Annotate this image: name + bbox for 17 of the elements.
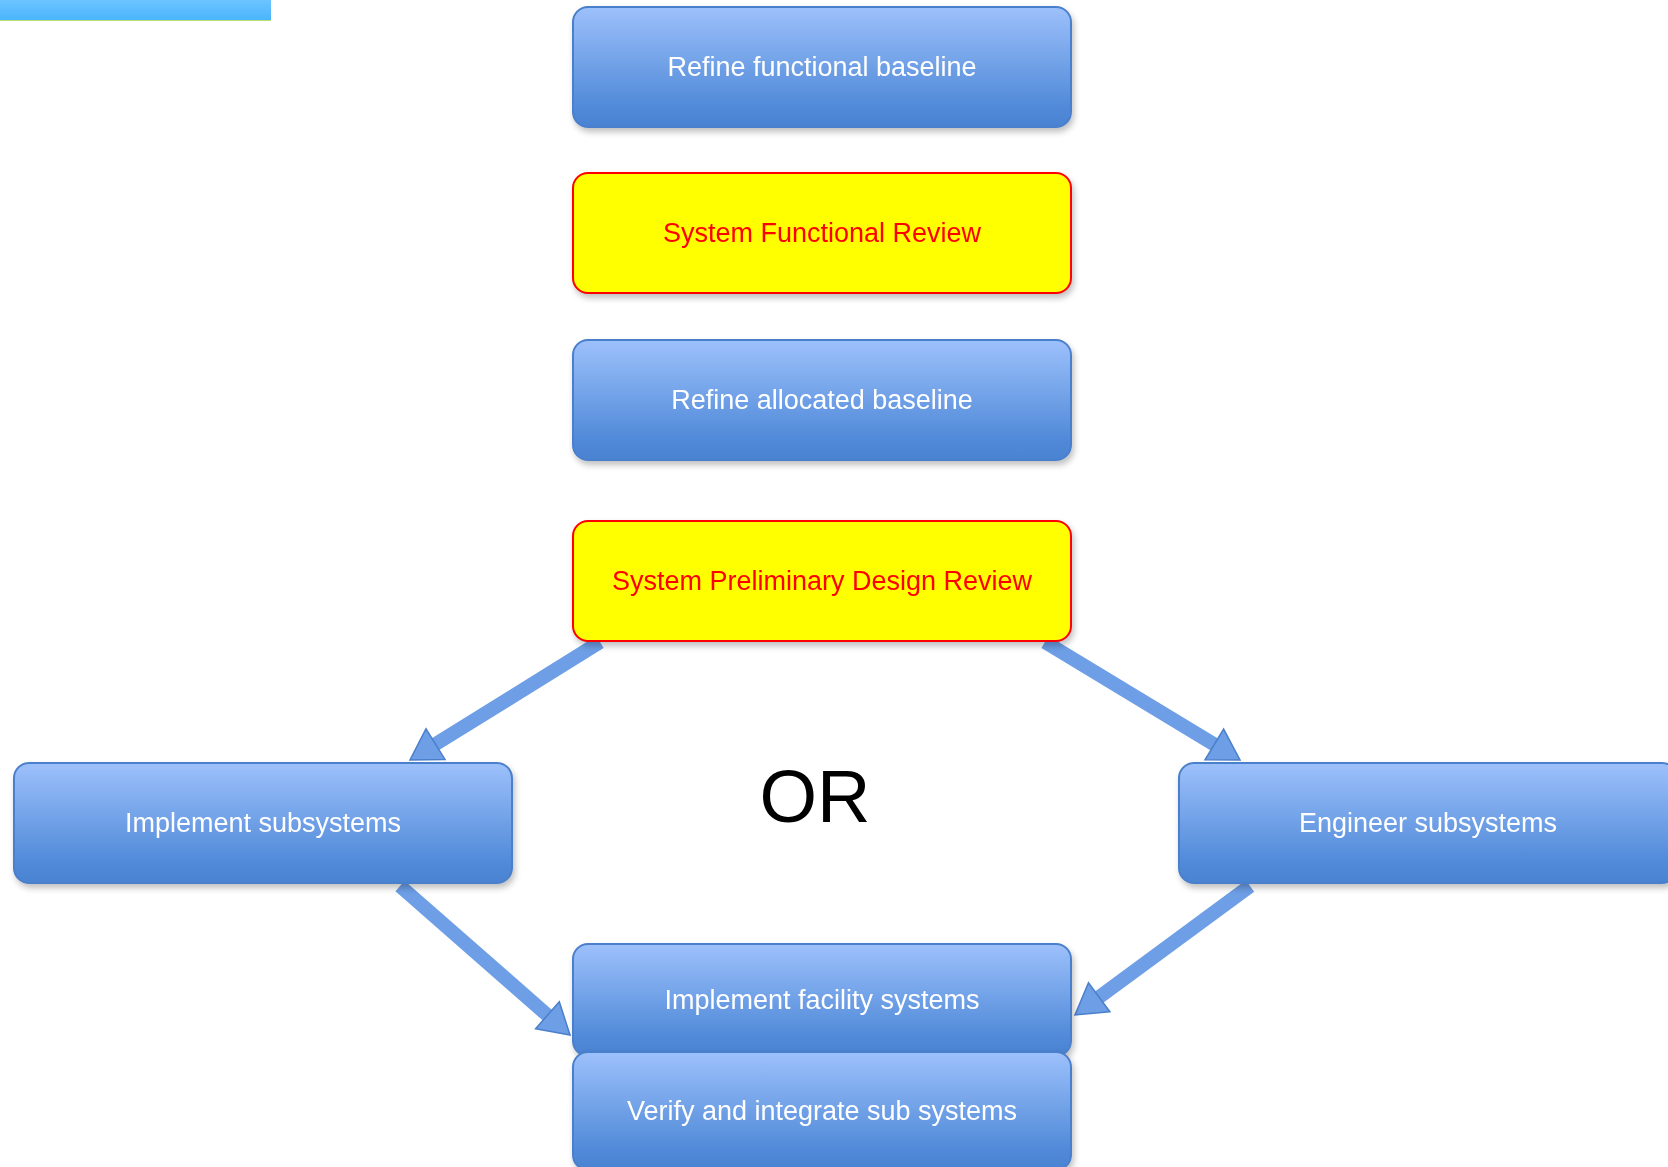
banner-fragment <box>0 0 271 21</box>
step-text: Refine functional baseline <box>666 51 978 83</box>
process-box <box>1178 762 1668 884</box>
process-box <box>572 1051 1072 1167</box>
process-box <box>572 339 1072 461</box>
step-text: Engineer subsystems <box>1297 807 1559 839</box>
step-text: Implement subsystems <box>123 807 403 839</box>
review-box <box>572 172 1072 294</box>
process-box <box>13 762 513 884</box>
process-box <box>572 6 1072 128</box>
step-text: Verify and integrate sub systems <box>625 1095 1019 1127</box>
review-box <box>572 520 1072 642</box>
step-text: System Functional Review <box>661 217 983 249</box>
step-text: System Preliminary Design Review <box>610 565 1034 597</box>
step-text: Refine allocated baseline <box>670 384 974 416</box>
step-text: Implement facility systems <box>663 984 981 1016</box>
connector-word: OR <box>758 760 872 834</box>
